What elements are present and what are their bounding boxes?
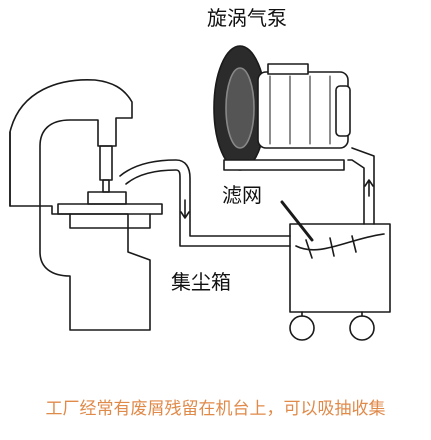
machine-spindle xyxy=(99,145,113,181)
work-table xyxy=(57,203,163,215)
pump-motor-end xyxy=(335,85,351,137)
pump-base xyxy=(223,159,345,171)
filter-label: 滤网 xyxy=(222,183,262,207)
machine-spindle-tip xyxy=(102,179,110,193)
wheel-left xyxy=(289,315,315,341)
flow-arrow-down xyxy=(180,199,190,219)
filter-mesh-lines xyxy=(305,235,357,259)
table-support xyxy=(69,213,151,229)
pump-label: 旋涡气泵 xyxy=(207,6,287,30)
vortex-pump xyxy=(213,45,351,171)
caption-text: 工厂经常有废屑残留在机台上，可以吸抽收集 xyxy=(45,399,386,419)
dust-box xyxy=(289,223,391,313)
dust-box-label: 集尘箱 xyxy=(171,270,231,294)
return-hose xyxy=(347,147,375,225)
machine-frame xyxy=(9,79,151,331)
wheel-right xyxy=(349,315,375,341)
workpiece xyxy=(87,191,127,205)
filter-pointer xyxy=(280,200,314,242)
pump-outlet xyxy=(267,63,309,75)
filter-mesh xyxy=(295,233,385,251)
suction-hose xyxy=(119,159,291,237)
pump-motor xyxy=(257,71,349,149)
flow-arrow-up xyxy=(364,179,374,197)
suction-hose-inner xyxy=(125,169,291,247)
wheel-mounts xyxy=(301,311,363,317)
